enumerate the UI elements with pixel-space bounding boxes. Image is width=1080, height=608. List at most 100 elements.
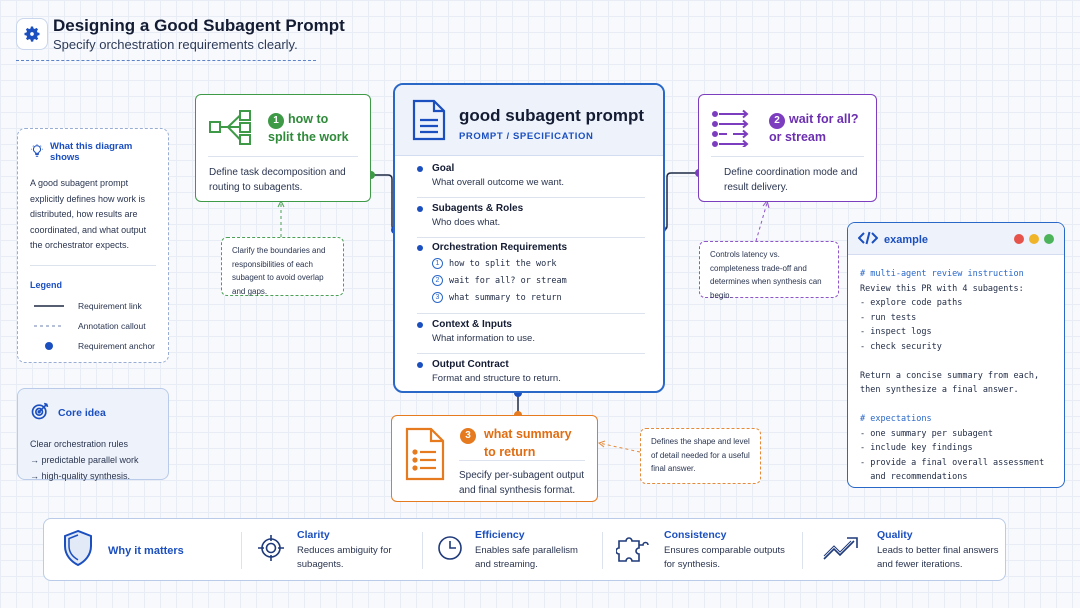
requirement-link-2 [661, 172, 698, 231]
code-comment-line: # multi-agent review instruction [860, 269, 1024, 279]
code-line: Return a concise summary from each, [860, 370, 1040, 381]
why-item-title: Efficiency [475, 529, 525, 541]
why-item-title: Quality [877, 529, 913, 541]
section-divider [417, 237, 645, 238]
code-line: - run tests [860, 312, 917, 323]
legend-item-callout: Annotation callout [30, 316, 156, 336]
section-divider [417, 353, 645, 354]
code-line: - include key findings [860, 443, 973, 453]
requirement-box-summary: 3 what summary to return Specify per-suba… [391, 415, 598, 502]
why-item-desc-line: and fewer iterations. [877, 559, 963, 570]
clock-icon [436, 534, 464, 567]
why-item-efficiency: Efficiency Enables safe parallelism and s… [436, 519, 578, 582]
why-item-desc-line: Enables safe parallelism [475, 545, 578, 556]
callout-split-work: Clarify the boundaries and responsibilit… [221, 237, 344, 296]
section-heading: Subagents & Roles [417, 203, 645, 214]
bar-divider [422, 532, 423, 569]
hierarchy-icon [208, 109, 252, 150]
maximize-dot-icon[interactable] [1044, 234, 1054, 244]
prompt-card-subtitle: PROMPT / SPECIFICATION [459, 131, 594, 142]
what-panel: What this diagram shows A good subagent … [17, 128, 169, 363]
header-divider [16, 60, 316, 61]
document-icon [411, 98, 447, 147]
what-panel-title: What this diagram shows [50, 141, 133, 163]
section-divider [417, 197, 645, 198]
minimize-dot-icon[interactable] [1029, 234, 1039, 244]
item-text: wait for all? or stream [449, 275, 567, 286]
why-item-desc: Enables safe parallelism and streaming. [475, 544, 578, 572]
card-section-output: Output Contract Format and structure to … [417, 359, 645, 384]
item-number: 3 [432, 292, 443, 303]
callout-summary: Defines the shape and level of detail ne… [640, 428, 761, 484]
example-title: example [884, 233, 929, 246]
box3-title-line2: to return [484, 445, 536, 459]
box3-title-line1: what summary [484, 427, 572, 441]
shield-icon [62, 529, 94, 572]
item-text: how to split the work [449, 258, 557, 269]
puzzle-icon [615, 533, 650, 568]
code-line: - provide a final overall assessment [860, 457, 1045, 468]
why-title: Why it matters [108, 544, 184, 557]
page-title: Designing a Good Subagent Prompt [53, 16, 345, 35]
why-item-desc-line: for synthesis. [664, 559, 720, 570]
box2-description: Define coordination mode and result deli… [724, 167, 858, 193]
prompt-card-title: good subagent prompt [459, 106, 645, 125]
code-line: and recommendations [860, 472, 968, 482]
box3-description: Specify per-subagent output and final sy… [459, 470, 585, 496]
why-item-consistency: Consistency Ensures comparable outputs fo… [615, 519, 785, 582]
box1-title-line1: how to [288, 112, 329, 126]
why-item-desc-line: Reduces ambiguity for [297, 545, 392, 556]
box2-title-line1: wait for all? [789, 112, 859, 126]
code-line: Review this PR with 4 subagents: [860, 283, 1024, 294]
section-text: What information to use. [432, 333, 535, 344]
close-dot-icon[interactable] [1014, 234, 1024, 244]
code-line [860, 354, 1044, 369]
code-line: then synthesize a final answer. [860, 385, 1019, 395]
parallel-arrows-icon [711, 109, 755, 152]
why-item-desc-line: subagents. [297, 559, 344, 570]
prompt-card: good subagent prompt PROMPT / SPECIFICAT… [393, 83, 665, 393]
why-item-title: Consistency [664, 529, 727, 541]
code-comment-line: # expectations [860, 414, 932, 424]
section-heading: Orchestration Requirements [417, 242, 645, 253]
core-idea-title: Core idea [58, 406, 106, 419]
code-line: - inspect logs [860, 327, 932, 337]
bar-divider [241, 532, 242, 569]
bar-divider [802, 532, 803, 569]
callout-coordination: Controls latency vs. completeness trade-… [699, 241, 839, 300]
card-section-goal: Goal What overall outcome we want. [417, 163, 645, 198]
legend-label: Annotation callout [78, 320, 146, 331]
step-number-badge: 3 [460, 428, 476, 444]
core-idea-line: → high-quality synthesis. [30, 471, 131, 481]
window-controls [1014, 234, 1054, 244]
card-section-roles: Subagents & Roles Who does what. [417, 203, 645, 238]
code-line: - check security [860, 341, 942, 352]
core-idea-panel: Core idea Clear orchestration rules → pr… [17, 388, 169, 481]
why-it-matters-bar: Why it matters Clarity Reduces ambiguity… [43, 518, 1006, 581]
why-item-desc: Ensures comparable outputs for synthesis. [664, 544, 785, 572]
why-item-desc: Reduces ambiguity for subagents. [297, 544, 392, 572]
box1-description: Define task decomposition and routing to… [209, 167, 346, 193]
trend-up-icon [822, 534, 860, 567]
box1-divider [208, 156, 358, 157]
section-heading: Context & Inputs [417, 319, 645, 330]
core-idea-line: Clear orchestration rules [30, 439, 129, 449]
target-icon [257, 534, 285, 567]
callout-line-3 [598, 442, 641, 453]
code-line [860, 398, 1044, 413]
why-item-desc-line: and streaming. [475, 559, 538, 570]
legend-label: Requirement anchor [78, 340, 156, 351]
why-item-desc-line: Ensures comparable outputs [664, 545, 785, 556]
step-number-badge: 1 [268, 113, 284, 129]
page-subtitle: Specify orchestration requirements clear… [53, 37, 298, 52]
callout-line-2 [755, 202, 768, 242]
legend-label: Requirement link [78, 300, 142, 311]
box2-divider [711, 156, 864, 157]
